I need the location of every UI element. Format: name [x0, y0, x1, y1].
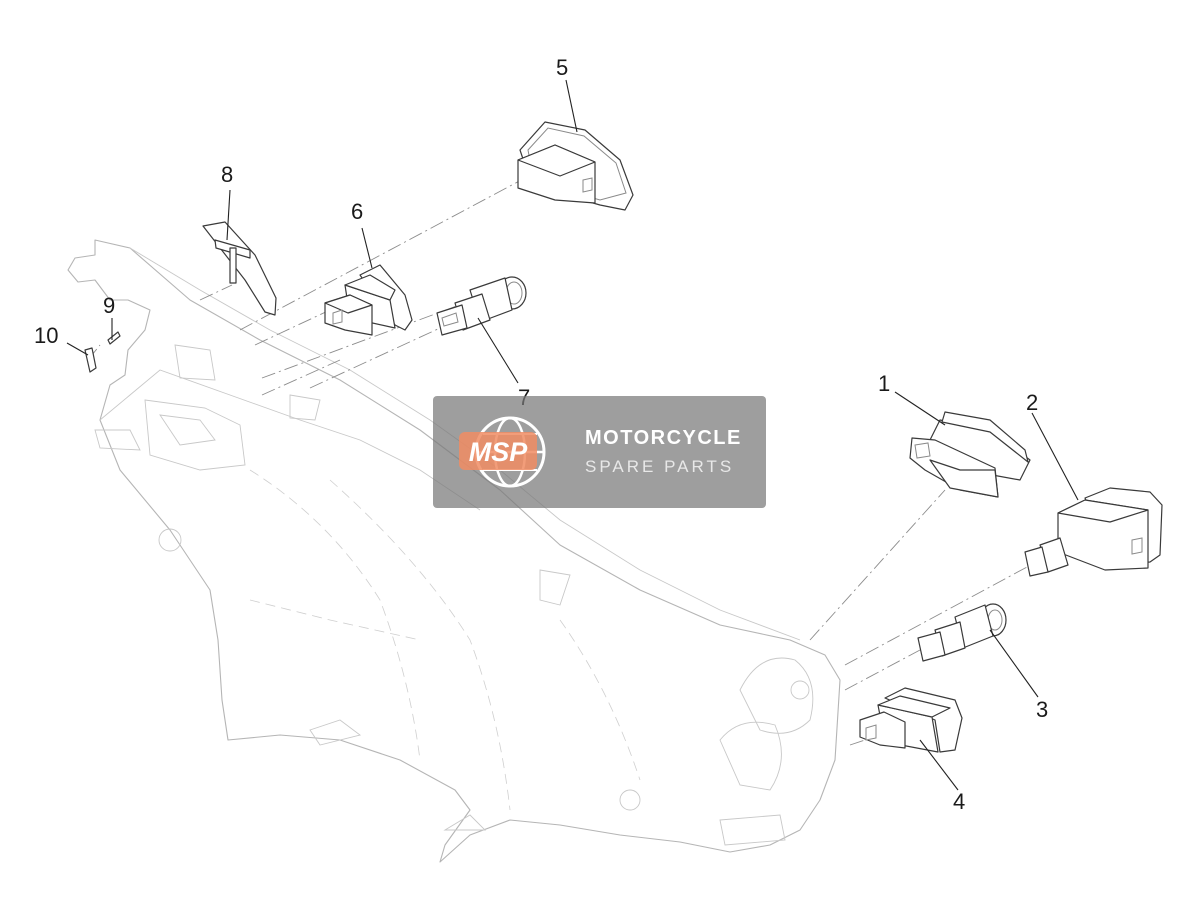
callout-9: 9 — [103, 293, 115, 318]
callout-2: 2 — [1026, 390, 1038, 415]
part-3-push-switch — [917, 603, 1007, 662]
msp-logo-text: MSP — [469, 437, 529, 467]
part-7-push-switch — [436, 276, 527, 336]
callout-10: 10 — [34, 323, 58, 348]
msp-logo-icon: MSP — [459, 416, 546, 488]
callout-5: 5 — [556, 55, 568, 80]
part-2-switch — [1024, 487, 1163, 577]
leader-lines — [66, 79, 1079, 791]
callout-6: 6 — [351, 199, 363, 224]
handlebar-cover-body — [67, 239, 841, 863]
watermark: MSP MOTORCYCLE SPARE PARTS — [433, 396, 766, 508]
callout-4: 4 — [953, 789, 965, 814]
part-4-switch — [859, 687, 963, 753]
watermark-subtitle: SPARE PARTS — [585, 457, 735, 476]
part-5-switch-housing — [517, 121, 634, 211]
part-10-clip — [84, 347, 97, 373]
watermark-title: MOTORCYCLE — [585, 427, 742, 449]
part-9-clip — [107, 331, 121, 345]
part-8-bracket — [202, 221, 277, 316]
callout-3: 3 — [1036, 697, 1048, 722]
callout-1: 1 — [878, 371, 890, 396]
part-6-switch — [324, 264, 413, 336]
part-1-switch — [909, 411, 1031, 498]
callout-8: 8 — [221, 162, 233, 187]
